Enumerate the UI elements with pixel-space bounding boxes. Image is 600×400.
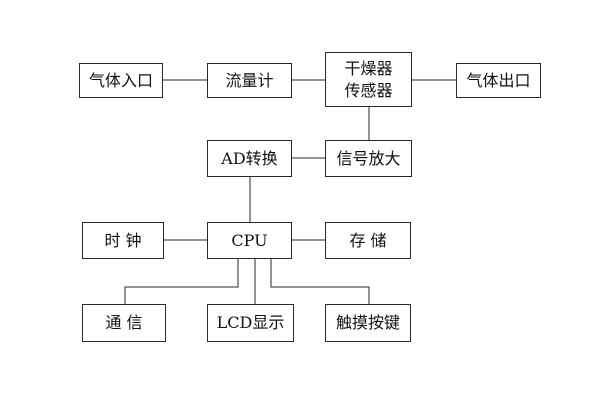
wire-cpu-comm [124,258,239,305]
touch-keys-label: 触摸按键 [335,313,400,332]
lcd-display-box: LCD显示 [207,304,294,342]
comm-label: 通 信 [105,313,143,332]
storage-box: 存 储 [325,222,411,259]
ad-convert-box: AD转换 [207,140,292,177]
gas-inlet-label: 气体入口 [88,70,153,90]
touch-keys-box: 触摸按键 [325,304,411,342]
cpu-label: CPU [231,230,268,250]
cpu-box: CPU [207,222,292,259]
dryer-sensor-label: 干燥器 传感器 [344,58,393,100]
signal-amp-box: 信号放大 [325,140,412,177]
gas-outlet-box: 气体出口 [456,63,541,98]
flowmeter-box: 流量计 [207,63,292,98]
clock-label: 时 钟 [104,230,142,250]
gas-inlet-box: 气体入口 [79,63,163,98]
lcd-display-label: LCD显示 [216,313,285,332]
wire-cpu-touch [270,258,370,305]
clock-box: 时 钟 [82,222,164,259]
dryer-sensor-box: 干燥器 传感器 [325,52,412,107]
storage-label: 存 储 [349,230,387,250]
signal-amp-label: 信号放大 [336,148,401,168]
ad-convert-label: AD转换 [221,148,278,168]
comm-box: 通 信 [82,304,166,342]
flowmeter-label: 流量计 [225,70,274,90]
gas-outlet-label: 气体出口 [466,70,531,90]
